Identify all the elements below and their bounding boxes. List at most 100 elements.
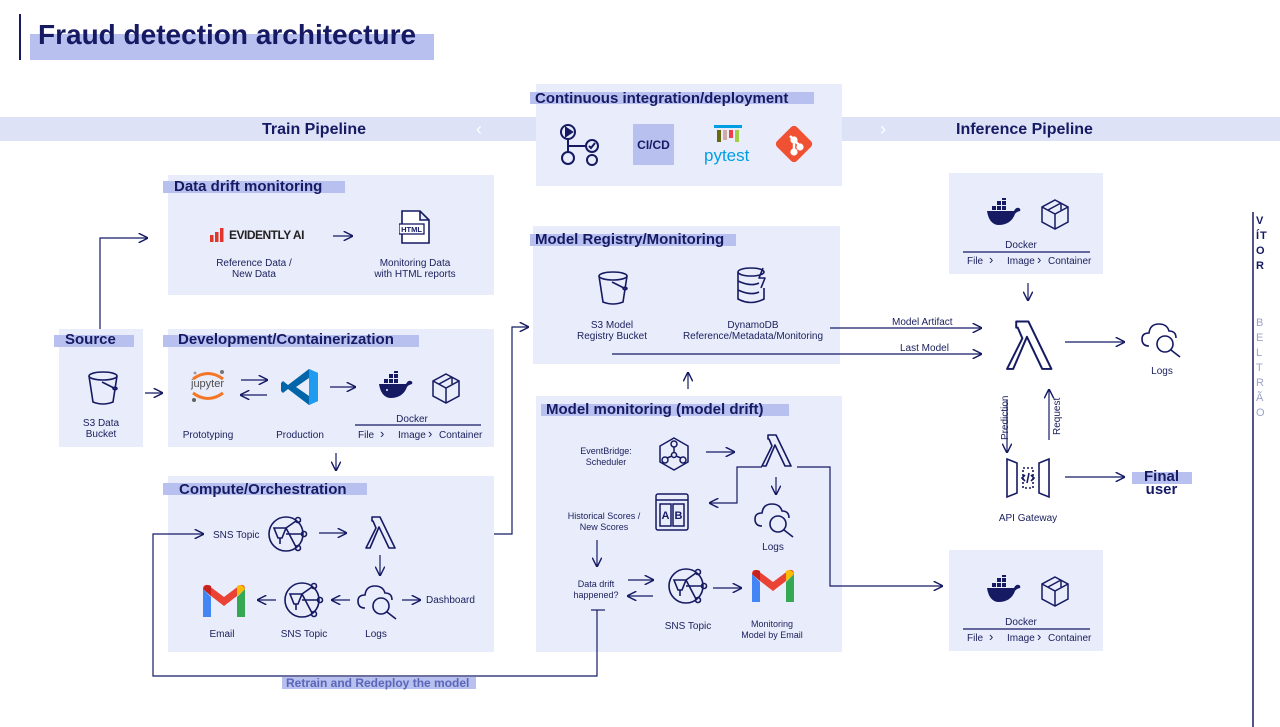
retrain-highlight [282,677,476,689]
eventbridge-icon [659,437,689,471]
monitoring-data-line1: Monitoring Data [379,258,451,269]
inference-chevron-icon-2: › [1037,252,1042,267]
dev-panel [168,329,494,447]
registry-title: Model Registry/Monitoring [535,231,725,248]
inference-docker-label-bottom: Docker [1005,617,1037,628]
registry-panel [533,226,840,364]
pytest-logo-icon [714,125,742,142]
inference-container-icon-bottom [1041,576,1069,607]
inference-chevron-icon-4: › [1037,629,1042,644]
inference-docker-panel-bottom [949,550,1103,651]
api-gateway-icon [1006,457,1050,499]
dev-docker-label: Docker [396,414,428,425]
dev-image-label: Image [398,430,426,441]
eventbridge-line2: Scheduler [585,457,627,467]
inference-logs-icon [1141,323,1181,358]
sns-topic-icon-2 [284,582,324,618]
s3-bucket-icon [88,371,118,405]
monitoring-lambda-icon [761,434,792,467]
dev-file-label: File [358,430,375,441]
cicd-title: Continuous integration/deployment [535,90,789,107]
train-pipeline-band [0,117,536,141]
jupyter-text: jupyter [191,378,225,390]
model-monitoring-title-highlight [541,404,789,416]
lambda-icon [365,516,396,549]
inference-container-label-top: Container [1048,256,1092,267]
monitoring-logs-icon [754,503,794,538]
author-last-text: BELTRÃO [1256,317,1266,419]
compute-logs-label: Logs [365,629,387,640]
inference-image-label-bottom: Image [1007,633,1035,644]
eventbridge-line1: EventBridge: [580,446,632,456]
author-first-text: VÍTOR [1256,215,1268,272]
vscode-icon [281,369,318,405]
prototyping-label: Prototyping [182,430,234,441]
registry-s3-line1: S3 Model [590,320,634,331]
production-label: Production [276,430,324,441]
cicd-badge-label: CI/CD [637,137,670,152]
scores-table-icon: A B [655,493,689,531]
title-rule [19,14,21,60]
monitoring-email-line2: Model by Email [741,630,803,640]
author-last-name: BELTRÃO [1256,316,1268,421]
chevron-left-icon: ‹ [476,119,482,139]
source-s3-line2: Bucket [85,429,117,440]
request-text: Request [1052,397,1063,435]
inference-file-label-top: File [967,256,984,267]
data-drift-question-line1: Data drift [577,579,615,589]
inference-pipeline-label: Inference Pipeline [956,121,1093,138]
source-panel [59,329,143,447]
page-title: Fraud detection architecture [38,19,417,50]
jupyter-icon [192,370,224,402]
svg-text:HTML: HTML [401,225,422,234]
inference-chevron-icon-1: › [989,252,994,267]
dashboard-label: Dashboard [426,595,475,606]
model-monitoring-title: Model monitoring (model drift) [546,401,764,418]
inference-pipeline-band [842,117,1280,141]
github-actions-icon [560,124,599,166]
monitoring-email-line1: Monitoring [750,619,794,629]
reference-data-line2: New Data [232,269,276,280]
registry-s3-line2: Registry Bucket [576,331,648,342]
prediction-label: Prediction [1000,396,1011,440]
retrain-label: Retrain and Redeploy the model [286,676,470,690]
monitoring-sns-icon [668,568,708,604]
logs-cloud-search-icon [357,585,397,620]
inference-container-label-bottom: Container [1048,633,1092,644]
inference-lambda-icon [1006,320,1053,370]
monitoring-sns-label: SNS Topic [664,621,712,632]
dev-container-label: Container [439,430,483,441]
html-file-icon: HTML [399,210,430,244]
monitoring-logs-label: Logs [762,542,784,553]
docker-whale-icon [379,371,413,398]
git-icon [775,125,813,163]
registry-dynamodb-line1: DynamoDB [727,320,779,331]
historical-scores-line2: New Scores [579,522,629,532]
source-s3-line1: S3 Data [82,418,120,429]
gmail-icon [203,584,245,617]
compute-sns-label: SNS Topic [213,530,260,541]
registry-dynamodb-line2: Reference/Metadata/Monitoring [682,331,824,342]
monitoring-data-line2: with HTML reports [374,269,456,280]
dev-chevron-icon-2: › [428,426,433,441]
inference-docker-label-top: Docker [1005,240,1037,251]
inference-docker-icon-bottom [987,575,1021,602]
train-pipeline-label: Train Pipeline [262,121,367,138]
container-box-icon [432,373,460,404]
final-user-line2: user [1145,481,1178,498]
cicd-badge: CI/CD [633,124,674,165]
last-model-label: Last Model [900,343,949,354]
reference-data-label: Reference Data /New Data [216,258,292,280]
inference-file-label-bottom: File [967,633,984,644]
source-title: Source [65,331,116,348]
evidently-bars-icon [210,228,224,242]
inference-image-label-top: Image [1007,256,1035,267]
api-gateway-label: API Gateway [998,513,1058,524]
final-user-highlight [1132,472,1192,484]
